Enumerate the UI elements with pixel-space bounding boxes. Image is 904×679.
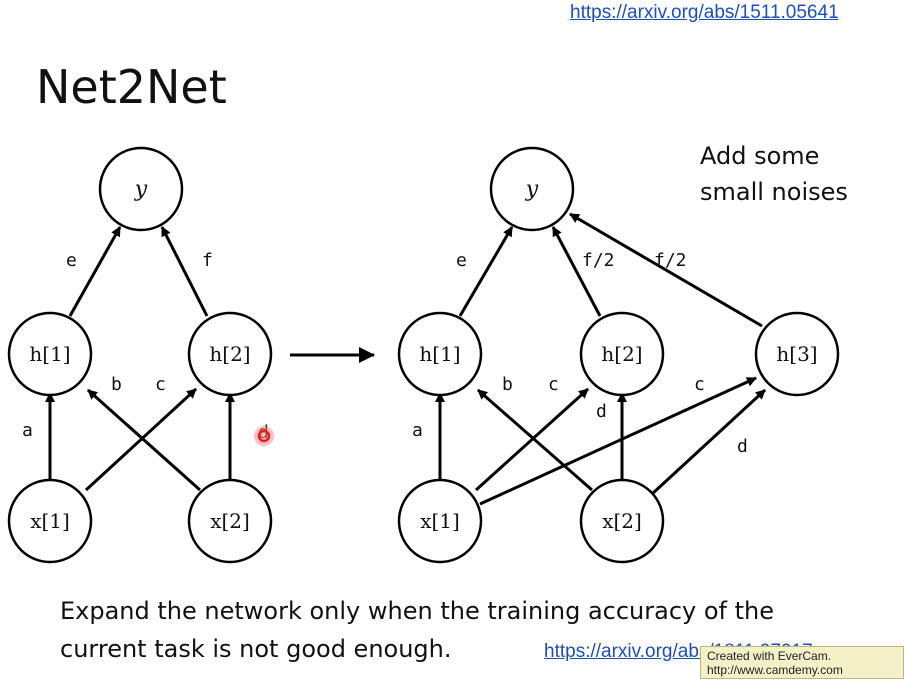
right-node-y-label: y [525, 177, 539, 202]
right-node-h2-label: h[2] [601, 342, 642, 366]
cursor-highlight [254, 426, 274, 446]
left-edge-label-a: a [22, 420, 33, 441]
left-edge-label-e: e [66, 250, 77, 271]
watermark-line-2: http://www.camdemy.com [707, 663, 843, 677]
left-node-h1-label: h[1] [29, 342, 70, 366]
watermark-line-1: Created with EverCam. [707, 649, 832, 663]
left-node-y [98, 146, 184, 232]
right-edge-x1-h2 [474, 387, 590, 492]
right-edge-label-f1: f/2 [582, 250, 615, 271]
right-node-h3 [754, 311, 840, 397]
left-edge-h1-y [68, 226, 122, 317]
left-node-y-label: y [134, 177, 148, 202]
noise-note: Add some small noises [700, 138, 848, 210]
left-edge-label-f: f [202, 250, 213, 271]
left-node-x2 [187, 478, 273, 564]
left-edge-h2-y [160, 226, 209, 317]
left-node-h2 [187, 311, 273, 397]
caption: Expand the network only when the trainin… [60, 592, 774, 668]
right-edge-label-e: e [456, 250, 467, 271]
right-edge-label-d2: d [737, 436, 748, 457]
right-edge-x2-h3 [650, 388, 767, 496]
left-node-x1-label: x[1] [30, 509, 70, 533]
right-edge-x1-h3 [479, 376, 757, 506]
right-node-h1-label: h[1] [419, 342, 460, 366]
right-edge-label-b: b [502, 374, 513, 395]
right-edge-h1-y [458, 226, 514, 317]
watermark-box: Created with EverCam. http://www.camdemy… [700, 646, 904, 679]
left-node-x1 [7, 478, 93, 564]
right-node-h2 [579, 311, 665, 397]
slide-title: Net2Net [36, 60, 227, 114]
right-edge-label-a: a [412, 420, 423, 441]
right-edge-label-c1: c [548, 374, 559, 395]
right-node-h3-label: h[3] [776, 342, 817, 366]
right-edge-h3-y [569, 212, 763, 328]
left-node-h1 [7, 311, 93, 397]
left-node-x2-label: x[2] [210, 509, 250, 533]
right-edge-label-c2: c [694, 374, 705, 395]
caption-line-1: Expand the network only when the trainin… [60, 597, 775, 625]
right-node-x2-label: x[2] [602, 509, 642, 533]
noise-note-line-1: Add some [700, 142, 820, 170]
right-node-x1 [397, 478, 483, 564]
right-node-h1 [397, 311, 483, 397]
top-paper-link[interactable]: https://arxiv.org/abs/1511.05641 [570, 2, 839, 23]
right-node-x2 [579, 478, 665, 564]
right-edge-label-f2: f/2 [654, 250, 687, 271]
right-edge-x2-h1 [477, 388, 593, 492]
noise-note-line-2: small noises [700, 178, 848, 206]
right-edge-label-d1: d [596, 401, 607, 422]
left-edge-label-b: b [111, 374, 122, 395]
caption-line-2: current task is not good enough. [60, 635, 452, 663]
left-node-h2-label: h[2] [209, 342, 250, 366]
right-edge-h2-y [551, 226, 602, 317]
right-node-y [489, 146, 575, 232]
left-edge-x2-h1 [87, 388, 201, 492]
left-edge-x1-h2 [84, 387, 198, 492]
cursor-ring-icon [257, 429, 271, 443]
right-node-x1-label: x[1] [420, 509, 460, 533]
left-edge-label-c: c [155, 374, 166, 395]
